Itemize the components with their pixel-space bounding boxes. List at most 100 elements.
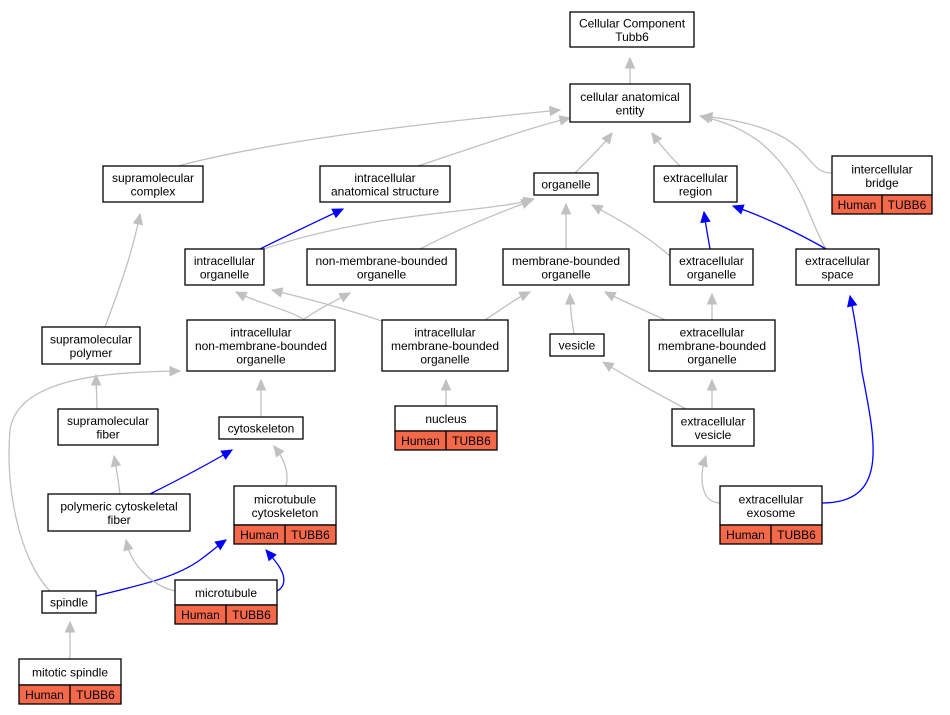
node-label-line: organelle — [687, 353, 737, 367]
edge-mtc-to-csk — [273, 445, 288, 487]
edges-layer — [8, 56, 874, 659]
node-label-line: cytoskeleton — [252, 506, 319, 520]
node-inmbo[interactable]: intracellularnon-membrane-boundedorganel… — [186, 319, 336, 372]
node-box — [533, 172, 599, 196]
node-box — [669, 248, 754, 286]
node-csk[interactable]: cytoskeleton — [218, 416, 304, 440]
node-box — [186, 319, 336, 372]
node-label-line: region — [679, 184, 712, 198]
edge-line — [263, 198, 535, 250]
node-label-line: organelle — [236, 353, 286, 367]
node-label-line: organelle — [687, 267, 737, 281]
node-label-line: polymer — [70, 346, 113, 360]
edge-arrowhead — [440, 378, 452, 391]
node-box — [319, 165, 451, 203]
edge-arrowhead — [603, 291, 617, 302]
edge-inmbo-to-nmbo — [302, 292, 352, 321]
annotation-gene: TUBB6 — [232, 608, 271, 622]
node-org[interactable]: organelle — [533, 172, 599, 196]
edge-arrowhead — [590, 204, 604, 215]
edge-line — [417, 117, 571, 167]
edge-arrowhead — [698, 113, 712, 124]
node-box — [233, 485, 337, 526]
edge-smf-to-smp — [90, 373, 102, 410]
edge-arrowhead — [549, 105, 562, 117]
edge-ves-to-mbo — [564, 292, 576, 335]
edge-arrowhead — [700, 210, 711, 224]
node-box — [569, 11, 695, 48]
edge-arrowhead — [560, 202, 572, 215]
node-label-line: supramolecular — [112, 171, 194, 185]
edge-arrowhead — [90, 373, 102, 386]
edge-arrowhead — [110, 454, 122, 468]
node-spi[interactable]: spindle — [41, 590, 97, 614]
edge-csk-to-inmbo — [255, 378, 267, 417]
node-label-line: membrane-bounded — [391, 339, 499, 353]
edge-mt-to-mtc — [265, 549, 285, 592]
node-label-line: cytoskeleton — [228, 422, 295, 436]
edge-arrowhead — [520, 199, 534, 209]
node-label-line: membrane-bounded — [658, 339, 766, 353]
edge-nuc-to-imbo — [440, 378, 452, 406]
node-label-line: extracellular — [739, 492, 804, 506]
edge-arrowhead — [132, 212, 144, 226]
node-label-line: intracellular — [230, 326, 291, 340]
node-label-line: organelle — [200, 267, 250, 281]
edge-arrowhead — [731, 204, 745, 215]
edge-exv-to-embo — [706, 378, 718, 409]
node-box — [174, 579, 278, 606]
edge-arrowhead — [270, 287, 284, 298]
edge-line — [732, 205, 827, 250]
node-box — [671, 408, 755, 447]
node-box — [549, 333, 605, 357]
node-ves[interactable]: vesicle — [549, 333, 605, 357]
node-box — [569, 83, 691, 123]
annotation-gene: TUBB6 — [76, 688, 115, 702]
annotation-species: Human — [838, 198, 877, 212]
node-box — [41, 590, 97, 614]
node-label-line: space — [821, 267, 853, 281]
edge-exr-to-cae — [651, 132, 681, 167]
node-label-line: extracellular — [663, 171, 728, 185]
annotation-species: Human — [726, 528, 765, 542]
node-label-line: extracellular — [805, 254, 870, 268]
node-label-line: membrane-bounded — [512, 254, 620, 268]
edge-line — [701, 115, 833, 174]
edge-arrowhead — [558, 115, 572, 126]
edge-arrowhead — [624, 56, 636, 69]
edge-exs-to-exr — [731, 204, 827, 250]
node-box — [653, 165, 738, 203]
edge-arrowhead — [265, 549, 277, 562]
node-box — [306, 248, 457, 286]
edge-pcf-to-smf — [110, 454, 122, 495]
edge-arrowhead — [338, 292, 352, 303]
node-label-line: organelle — [420, 353, 470, 367]
node-label-line: intracellular — [354, 171, 415, 185]
node-label-line: vesicle — [695, 428, 732, 442]
node-label-line: intracellular — [194, 254, 255, 268]
